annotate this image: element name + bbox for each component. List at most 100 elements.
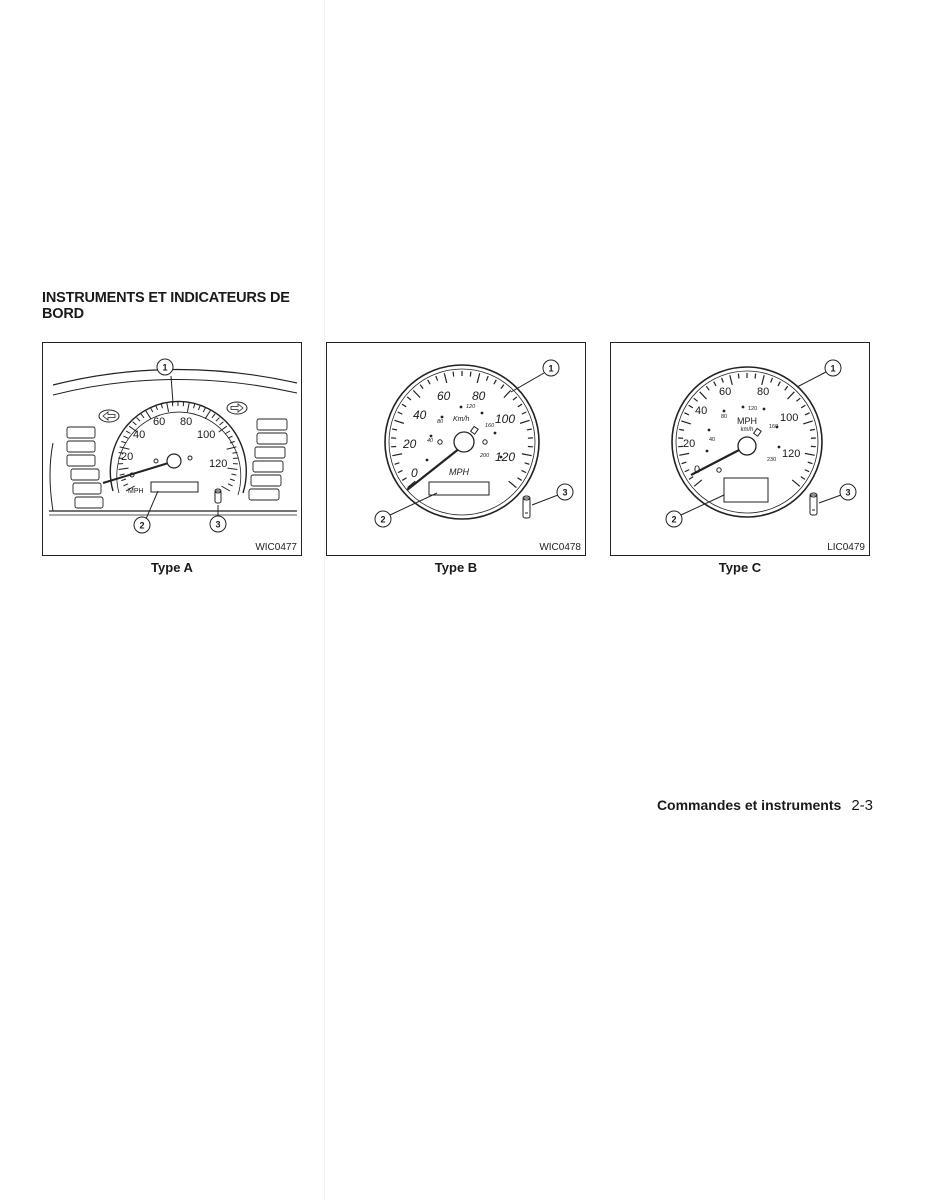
- gauge-tick: [688, 476, 694, 480]
- inner-scale-label: 40: [709, 437, 715, 443]
- page-divider: [324, 0, 325, 1200]
- callout-3: [209, 515, 227, 533]
- page-footer: Commandes et instruments 2-3: [657, 797, 873, 814]
- gauge-tick: [443, 373, 448, 384]
- svg-text:1: 1: [162, 363, 167, 373]
- inner-scale-label: 40: [427, 438, 434, 444]
- callout-1: [824, 359, 842, 377]
- figure-type-b: 0 20 40 60 80 100 120 40 80 120 160 200 …: [326, 342, 586, 556]
- gauge-tick: [705, 385, 710, 391]
- gauge-tick: [729, 375, 733, 386]
- gauge-tick: [392, 428, 398, 431]
- trip-reset-knob-icon: [214, 488, 222, 504]
- svg-text:2: 2: [139, 521, 144, 531]
- callout-3: [839, 483, 857, 501]
- gauge-tick: [155, 405, 159, 411]
- gauge-tick: [121, 478, 127, 482]
- inner-scale-label: 80: [437, 419, 444, 425]
- gauge-tick: [401, 403, 407, 408]
- gauge-tick: [521, 411, 527, 415]
- gauge-tick: [221, 485, 231, 492]
- inner-scale-label: 230: [767, 457, 776, 463]
- scale-label: 20: [683, 438, 695, 450]
- gauge-tick: [679, 428, 685, 431]
- scale-label: 40: [413, 408, 427, 422]
- scale-label: 120: [209, 458, 227, 470]
- section-title: INSTRUMENTS ET INDICATEURS DE BORD: [42, 290, 290, 322]
- gauge-tick: [699, 391, 707, 400]
- gauge-tick: [123, 483, 129, 487]
- speedometer-type-b-illustration: 0 20 40 60 80 100 120 40 80 120 160 200 …: [374, 359, 574, 528]
- gauge-tick: [140, 413, 145, 419]
- gauge-tick: [218, 425, 228, 433]
- gauge-tick: [476, 373, 481, 384]
- unit-label-kmh: Km/h: [453, 416, 469, 423]
- gauge-tick: [227, 435, 233, 439]
- scale-label: 80: [757, 386, 769, 398]
- gauge-tick: [125, 485, 135, 492]
- gauge-tick: [397, 469, 403, 474]
- gauge-tick: [427, 379, 431, 385]
- svg-text:3: 3: [215, 520, 220, 530]
- gauge-tick: [145, 410, 152, 420]
- scale-label: 80: [472, 389, 486, 403]
- gauge-tick: [777, 381, 781, 387]
- gauge-tick: [150, 407, 154, 413]
- scale-label: 60: [437, 389, 451, 403]
- gauge-tick: [512, 396, 518, 401]
- gauge-tick: [485, 375, 489, 381]
- figure-code: WIC0477: [255, 542, 297, 553]
- gauge-tick: [802, 420, 813, 425]
- gauge-tick: [419, 384, 424, 390]
- gauge-tick: [193, 403, 196, 409]
- speedometer-type-c-illustration: 0 20 40 60 80 100 120 40 80 120 160 230 …: [665, 359, 857, 528]
- gauge-tick: [493, 379, 497, 385]
- inner-scale-label: 80: [721, 414, 727, 420]
- inner-scale-label: 120: [748, 406, 757, 412]
- figure-caption: Type A: [151, 560, 193, 575]
- gauge-tick: [123, 435, 129, 439]
- figure-code: LIC0479: [827, 542, 865, 553]
- scale-label: 80: [180, 416, 192, 428]
- right-turn-signal-icon: [226, 401, 248, 415]
- gauge-tick: [225, 430, 231, 434]
- trip-reset-knob-icon: [809, 492, 818, 516]
- footer-section-title: Commandes et instruments: [656, 797, 842, 813]
- scale-label: 100: [197, 429, 215, 441]
- gauge-tick: [517, 403, 523, 408]
- gauge-tick: [132, 421, 137, 426]
- gauge-tick: [469, 371, 472, 377]
- gauge-tick: [227, 483, 233, 487]
- scale-label: 100: [495, 412, 515, 426]
- scale-label: 60: [719, 386, 731, 398]
- gauge-tick: [118, 451, 124, 454]
- gauge-tick: [452, 371, 455, 377]
- scale-label: 40: [695, 405, 707, 417]
- gauge-tick: [770, 377, 774, 383]
- gauge-tick: [796, 397, 801, 402]
- gauge-tick: [231, 473, 237, 476]
- gauge-tick: [787, 391, 795, 400]
- gauge-tick: [688, 404, 694, 409]
- gauge-tick: [681, 461, 687, 465]
- gauge-tick: [784, 385, 789, 391]
- gauge-tick: [401, 477, 407, 481]
- gauge-tick: [526, 428, 532, 431]
- gauge-tick: [737, 373, 740, 379]
- gauge-tick: [204, 410, 211, 420]
- gauge-tick: [693, 397, 698, 402]
- page-number: 2-3: [851, 797, 873, 814]
- gauge-tick: [119, 473, 125, 476]
- scale-label: 120: [495, 450, 515, 464]
- scale-label: 20: [121, 451, 133, 463]
- gauge-tick: [412, 389, 421, 399]
- gauge-tick: [804, 452, 815, 456]
- gauge-tick: [804, 469, 810, 473]
- callout-2: [133, 516, 151, 534]
- gauge-tick: [679, 452, 690, 456]
- figure-type-c: 0 20 40 60 80 100 120 40 80 120 160 230 …: [610, 342, 870, 556]
- gauge-tick: [211, 413, 216, 419]
- svg-text:1: 1: [830, 364, 835, 374]
- scale-label: 120: [782, 448, 800, 460]
- gauge-tick: [121, 440, 127, 444]
